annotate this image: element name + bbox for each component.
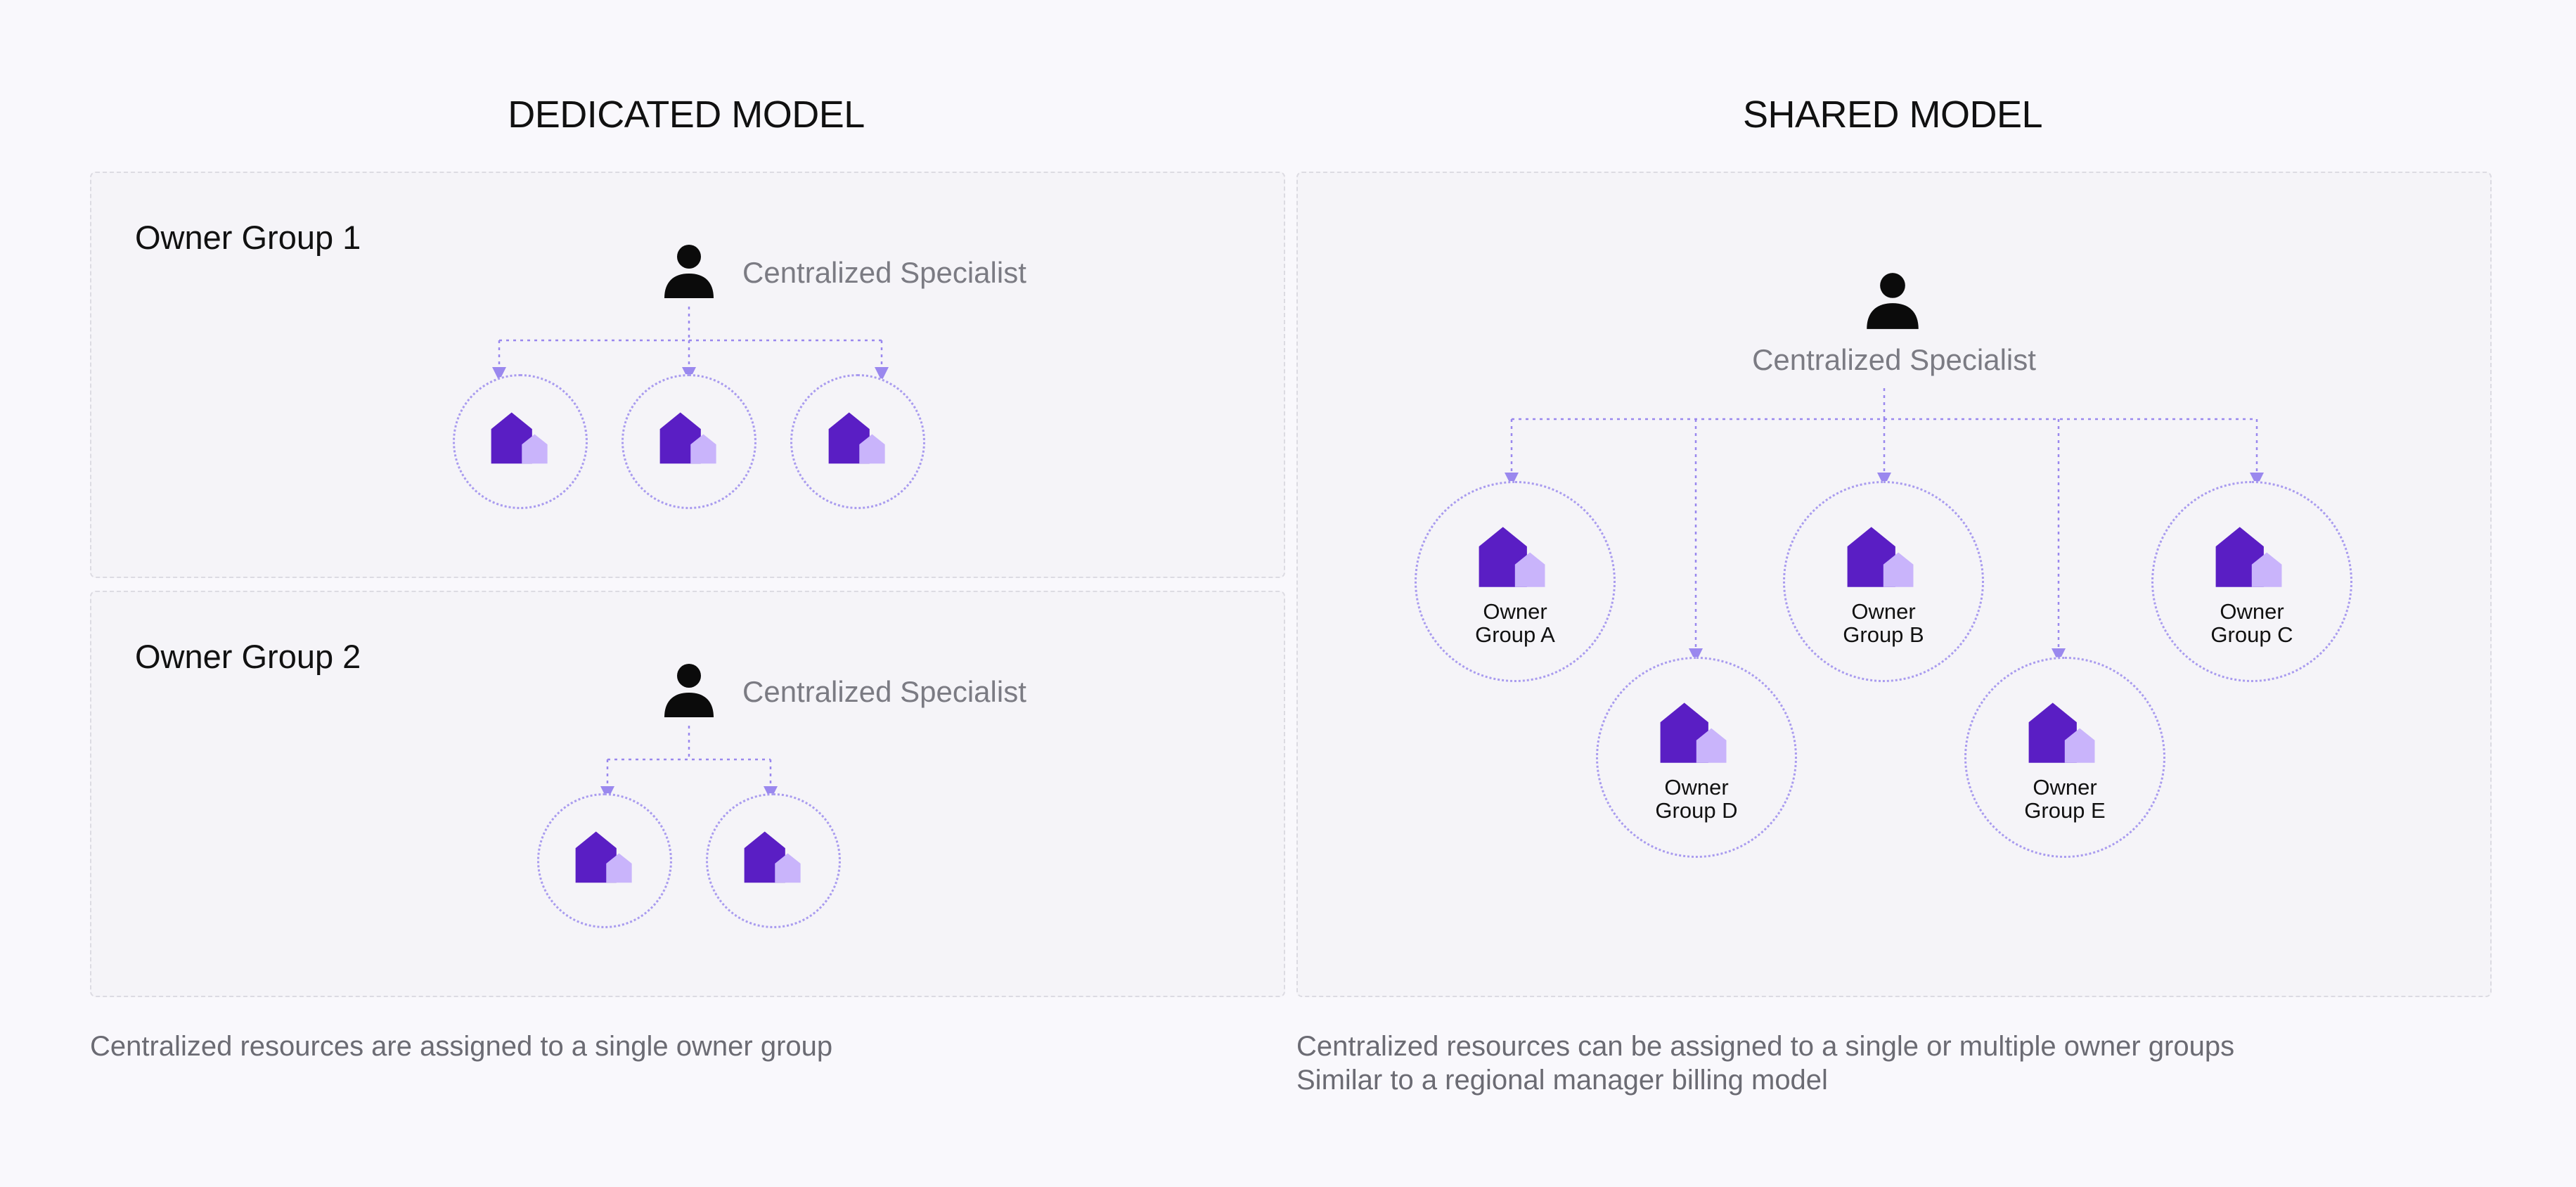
house-icon bbox=[2026, 698, 2108, 766]
owner-group-a-node: Owner Group A bbox=[1415, 481, 1616, 682]
house-icon bbox=[826, 409, 896, 466]
owner-group-d-node: Owner Group D bbox=[1596, 657, 1797, 858]
owner-group-b-node: Owner Group B bbox=[1783, 481, 1984, 682]
dedicated-model-caption: Centralized resources are assigned to a … bbox=[90, 1031, 833, 1062]
connector-lines bbox=[492, 307, 889, 381]
shared-caption-line-1: Centralized resources can be assigned to… bbox=[1296, 1031, 2235, 1062]
owner-group-2-label: Owner Group 2 bbox=[135, 638, 361, 675]
owner-group-e-node: Owner Group E bbox=[1964, 657, 2165, 858]
owner-group-c-label: Owner Group C bbox=[2210, 599, 2293, 647]
property-node bbox=[537, 793, 672, 928]
owner-group-c-node: Owner Group C bbox=[2151, 481, 2352, 682]
property-node bbox=[453, 374, 588, 509]
house-icon bbox=[657, 409, 728, 466]
shared-model-caption: Centralized resources can be assigned to… bbox=[1296, 1029, 2234, 1097]
owner-group-a-label: Owner Group A bbox=[1475, 599, 1555, 647]
house-icon bbox=[1476, 522, 1559, 590]
property-node bbox=[790, 374, 925, 509]
centralized-specialist-label: Centralized Specialist bbox=[742, 675, 1026, 708]
property-node bbox=[622, 374, 756, 509]
shared-caption-line-2: Similar to a regional manager billing mo… bbox=[1296, 1065, 1828, 1096]
dedicated-model-title: DEDICATED MODEL bbox=[508, 94, 865, 136]
centralized-specialist-label: Centralized Specialist bbox=[742, 256, 1026, 289]
house-icon bbox=[573, 828, 643, 885]
house-icon bbox=[742, 828, 812, 885]
owner-group-d-label: Owner Group D bbox=[1655, 775, 1738, 823]
house-icon bbox=[2213, 522, 2295, 590]
shared-model-title: SHARED MODEL bbox=[1742, 94, 2043, 136]
connector-lines bbox=[600, 726, 778, 800]
connector-lines bbox=[1505, 388, 2264, 662]
house-icon bbox=[489, 409, 559, 466]
house-icon bbox=[1844, 522, 1927, 590]
owner-group-1-panel: Owner Group 1 Centralized Specialist bbox=[90, 172, 1285, 578]
property-node bbox=[706, 793, 841, 928]
shared-model-panel: Centralized Specialist Owner Group A Own… bbox=[1296, 172, 2492, 997]
house-icon bbox=[1657, 698, 1740, 766]
owner-group-1-label: Owner Group 1 bbox=[135, 219, 361, 256]
owner-group-b-label: Owner Group B bbox=[1843, 599, 1924, 647]
owner-group-2-panel: Owner Group 2 Centralized Specialist bbox=[90, 591, 1285, 997]
centralized-specialist-label: Centralized Specialist bbox=[1752, 343, 2036, 376]
owner-group-e-label: Owner Group E bbox=[2024, 775, 2106, 823]
